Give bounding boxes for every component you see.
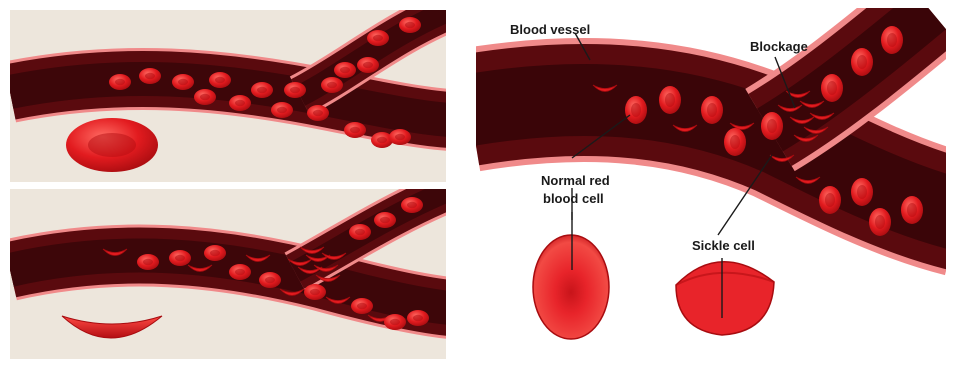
normal-red-blood-cell-icon (66, 118, 158, 172)
normal-rbc-label-line1: Normal red (541, 173, 610, 188)
blood-vessel-label: Blood vessel (510, 22, 590, 37)
panel-normal-flow (10, 10, 450, 182)
sickle-cell-label: Sickle cell (692, 238, 755, 253)
blockage-label: Blockage (750, 39, 808, 54)
normal-rbc-label-line2: blood cell (543, 191, 604, 206)
panel-sickle-flow (10, 189, 450, 359)
panel-labeled-diagram: Blood vessel Blockage Normal red blood c… (470, 8, 953, 363)
large-normal-red-blood-cell-icon (533, 235, 609, 339)
